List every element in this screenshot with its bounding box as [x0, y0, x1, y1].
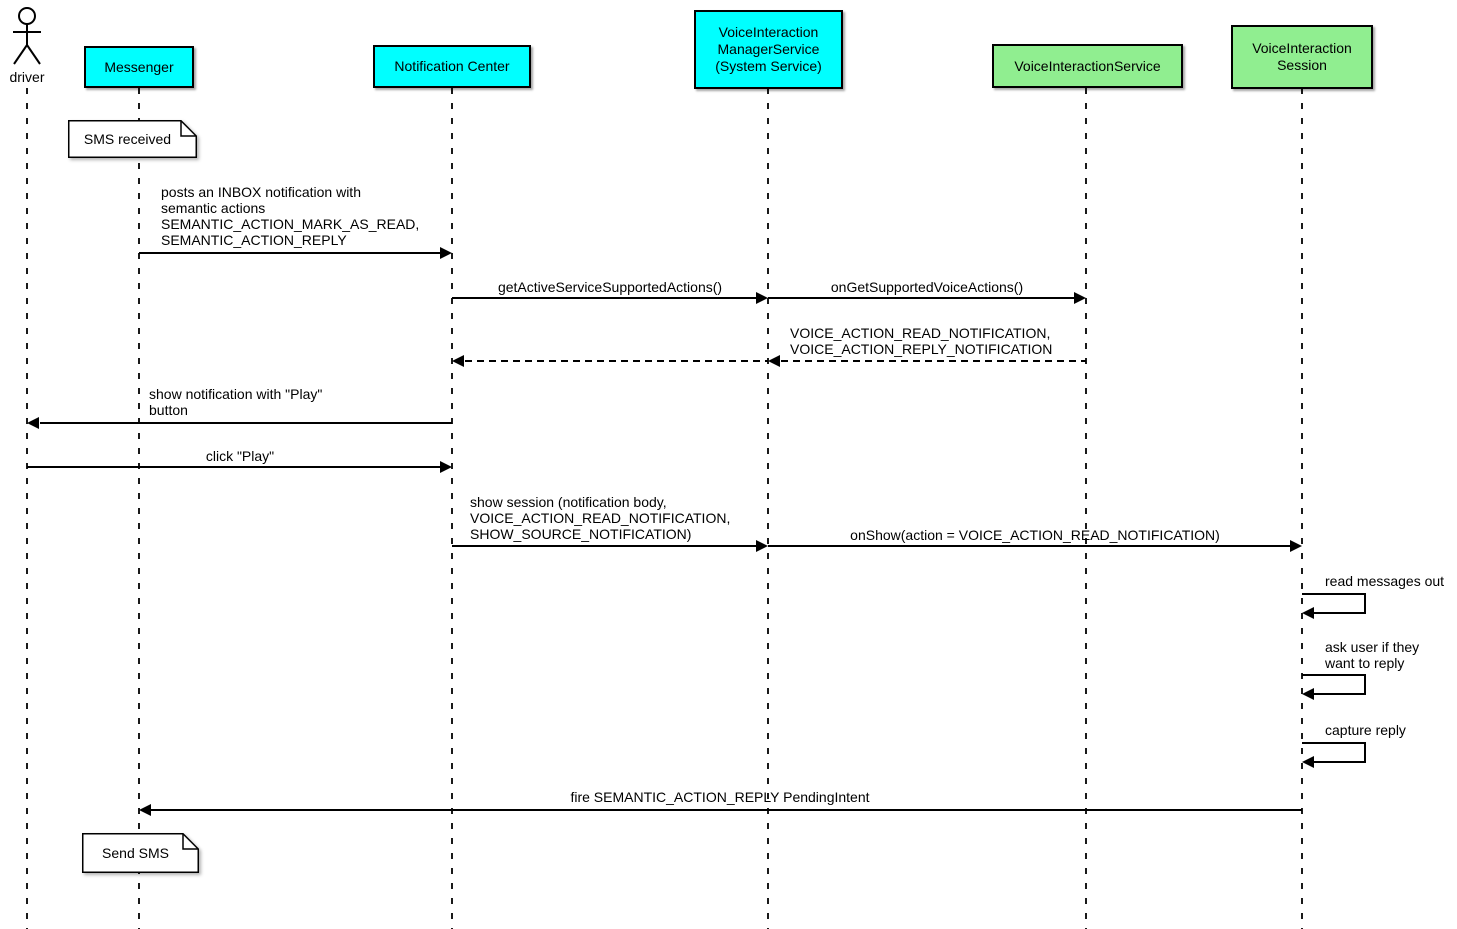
message-line [139, 252, 441, 254]
message-line [768, 545, 1290, 547]
message-line [768, 297, 1074, 299]
arrowhead-right-icon [440, 247, 452, 259]
arrowhead-left-icon [1302, 607, 1314, 619]
lifeline-voice-interaction-service [1085, 88, 1087, 929]
message-label-fire-pending-intent: fire SEMANTIC_ACTION_REPLY PendingIntent [570, 789, 870, 805]
lifeline-driver [26, 88, 28, 929]
lifeline-notification-center [451, 88, 453, 929]
message-line [452, 297, 756, 299]
lifeline-voice-interaction-session [1301, 88, 1303, 929]
participant-notification-center: Notification Center [373, 45, 531, 88]
message-label-get-active-service-supported-actions: getActiveServiceSupportedActions() [497, 279, 723, 295]
message-line [151, 809, 1302, 811]
message-label-show-session: show session (notification body, VOICE_A… [470, 494, 731, 542]
self-message-line [1302, 593, 1366, 595]
self-message-line [1314, 761, 1366, 763]
actor-driver [7, 6, 47, 73]
arrowhead-left-icon [452, 355, 464, 367]
arrowhead-right-icon [756, 540, 768, 552]
message-line [452, 545, 756, 547]
message-label-on-get-supported-voice-actions: onGetSupportedVoiceActions() [830, 279, 1024, 295]
self-message-line [1364, 593, 1366, 614]
note-fold-icon [180, 120, 197, 137]
arrowhead-left-icon [1302, 688, 1314, 700]
message-label-posts-inbox: posts an INBOX notification with semanti… [161, 184, 420, 248]
arrowhead-left-icon [139, 804, 151, 816]
actor-label: driver [9, 69, 45, 85]
message-label-show-notification: show notification with "Play" button [149, 386, 323, 418]
participant-voice-interaction-service: VoiceInteractionService [992, 44, 1183, 88]
message-label-ask-user-reply: ask user if they want to reply [1325, 639, 1420, 671]
message-label-supported-actions-return: VOICE_ACTION_READ_NOTIFICATION, VOICE_AC… [790, 325, 1053, 357]
arrowhead-right-icon [756, 292, 768, 304]
arrowhead-right-icon [1074, 292, 1086, 304]
message-line-dashed [465, 360, 768, 362]
message-label-click-play: click "Play" [205, 448, 275, 464]
message-label-on-show: onShow(action = VOICE_ACTION_READ_NOTIFI… [850, 527, 1220, 543]
arrowhead-left-icon [1302, 756, 1314, 768]
self-message-line [1302, 742, 1366, 744]
arrowhead-right-icon [1290, 540, 1302, 552]
note-sms-received: SMS received [68, 120, 197, 158]
message-label-read-messages-out: read messages out [1325, 573, 1445, 589]
arrowhead-right-icon [440, 461, 452, 473]
actor-icon [13, 7, 41, 65]
message-line [27, 466, 440, 468]
note-label: Send SMS [102, 845, 169, 861]
self-message-line [1314, 612, 1366, 614]
note-icon [68, 120, 197, 158]
self-message-line [1364, 674, 1366, 695]
message-line [40, 422, 452, 424]
note-send-sms: Send SMS [82, 833, 199, 873]
arrowhead-left-icon [27, 417, 39, 429]
self-message-line [1314, 693, 1366, 695]
lifeline-messenger [138, 88, 140, 929]
participant-voice-interaction-manager-service: VoiceInteraction ManagerService (System … [694, 10, 843, 89]
message-label-capture-reply: capture reply [1325, 722, 1406, 738]
note-icon [82, 833, 199, 873]
self-message-line [1364, 742, 1366, 763]
participant-voice-interaction-session: VoiceInteraction Session [1231, 25, 1373, 89]
arrowhead-left-icon [768, 355, 780, 367]
note-fold-icon [182, 833, 199, 850]
lifeline-voice-interaction-manager-service [767, 88, 769, 929]
participant-messenger: Messenger [84, 46, 194, 88]
self-message-line [1302, 674, 1366, 676]
note-label: SMS received [83, 131, 172, 147]
message-line-dashed [781, 360, 1086, 362]
